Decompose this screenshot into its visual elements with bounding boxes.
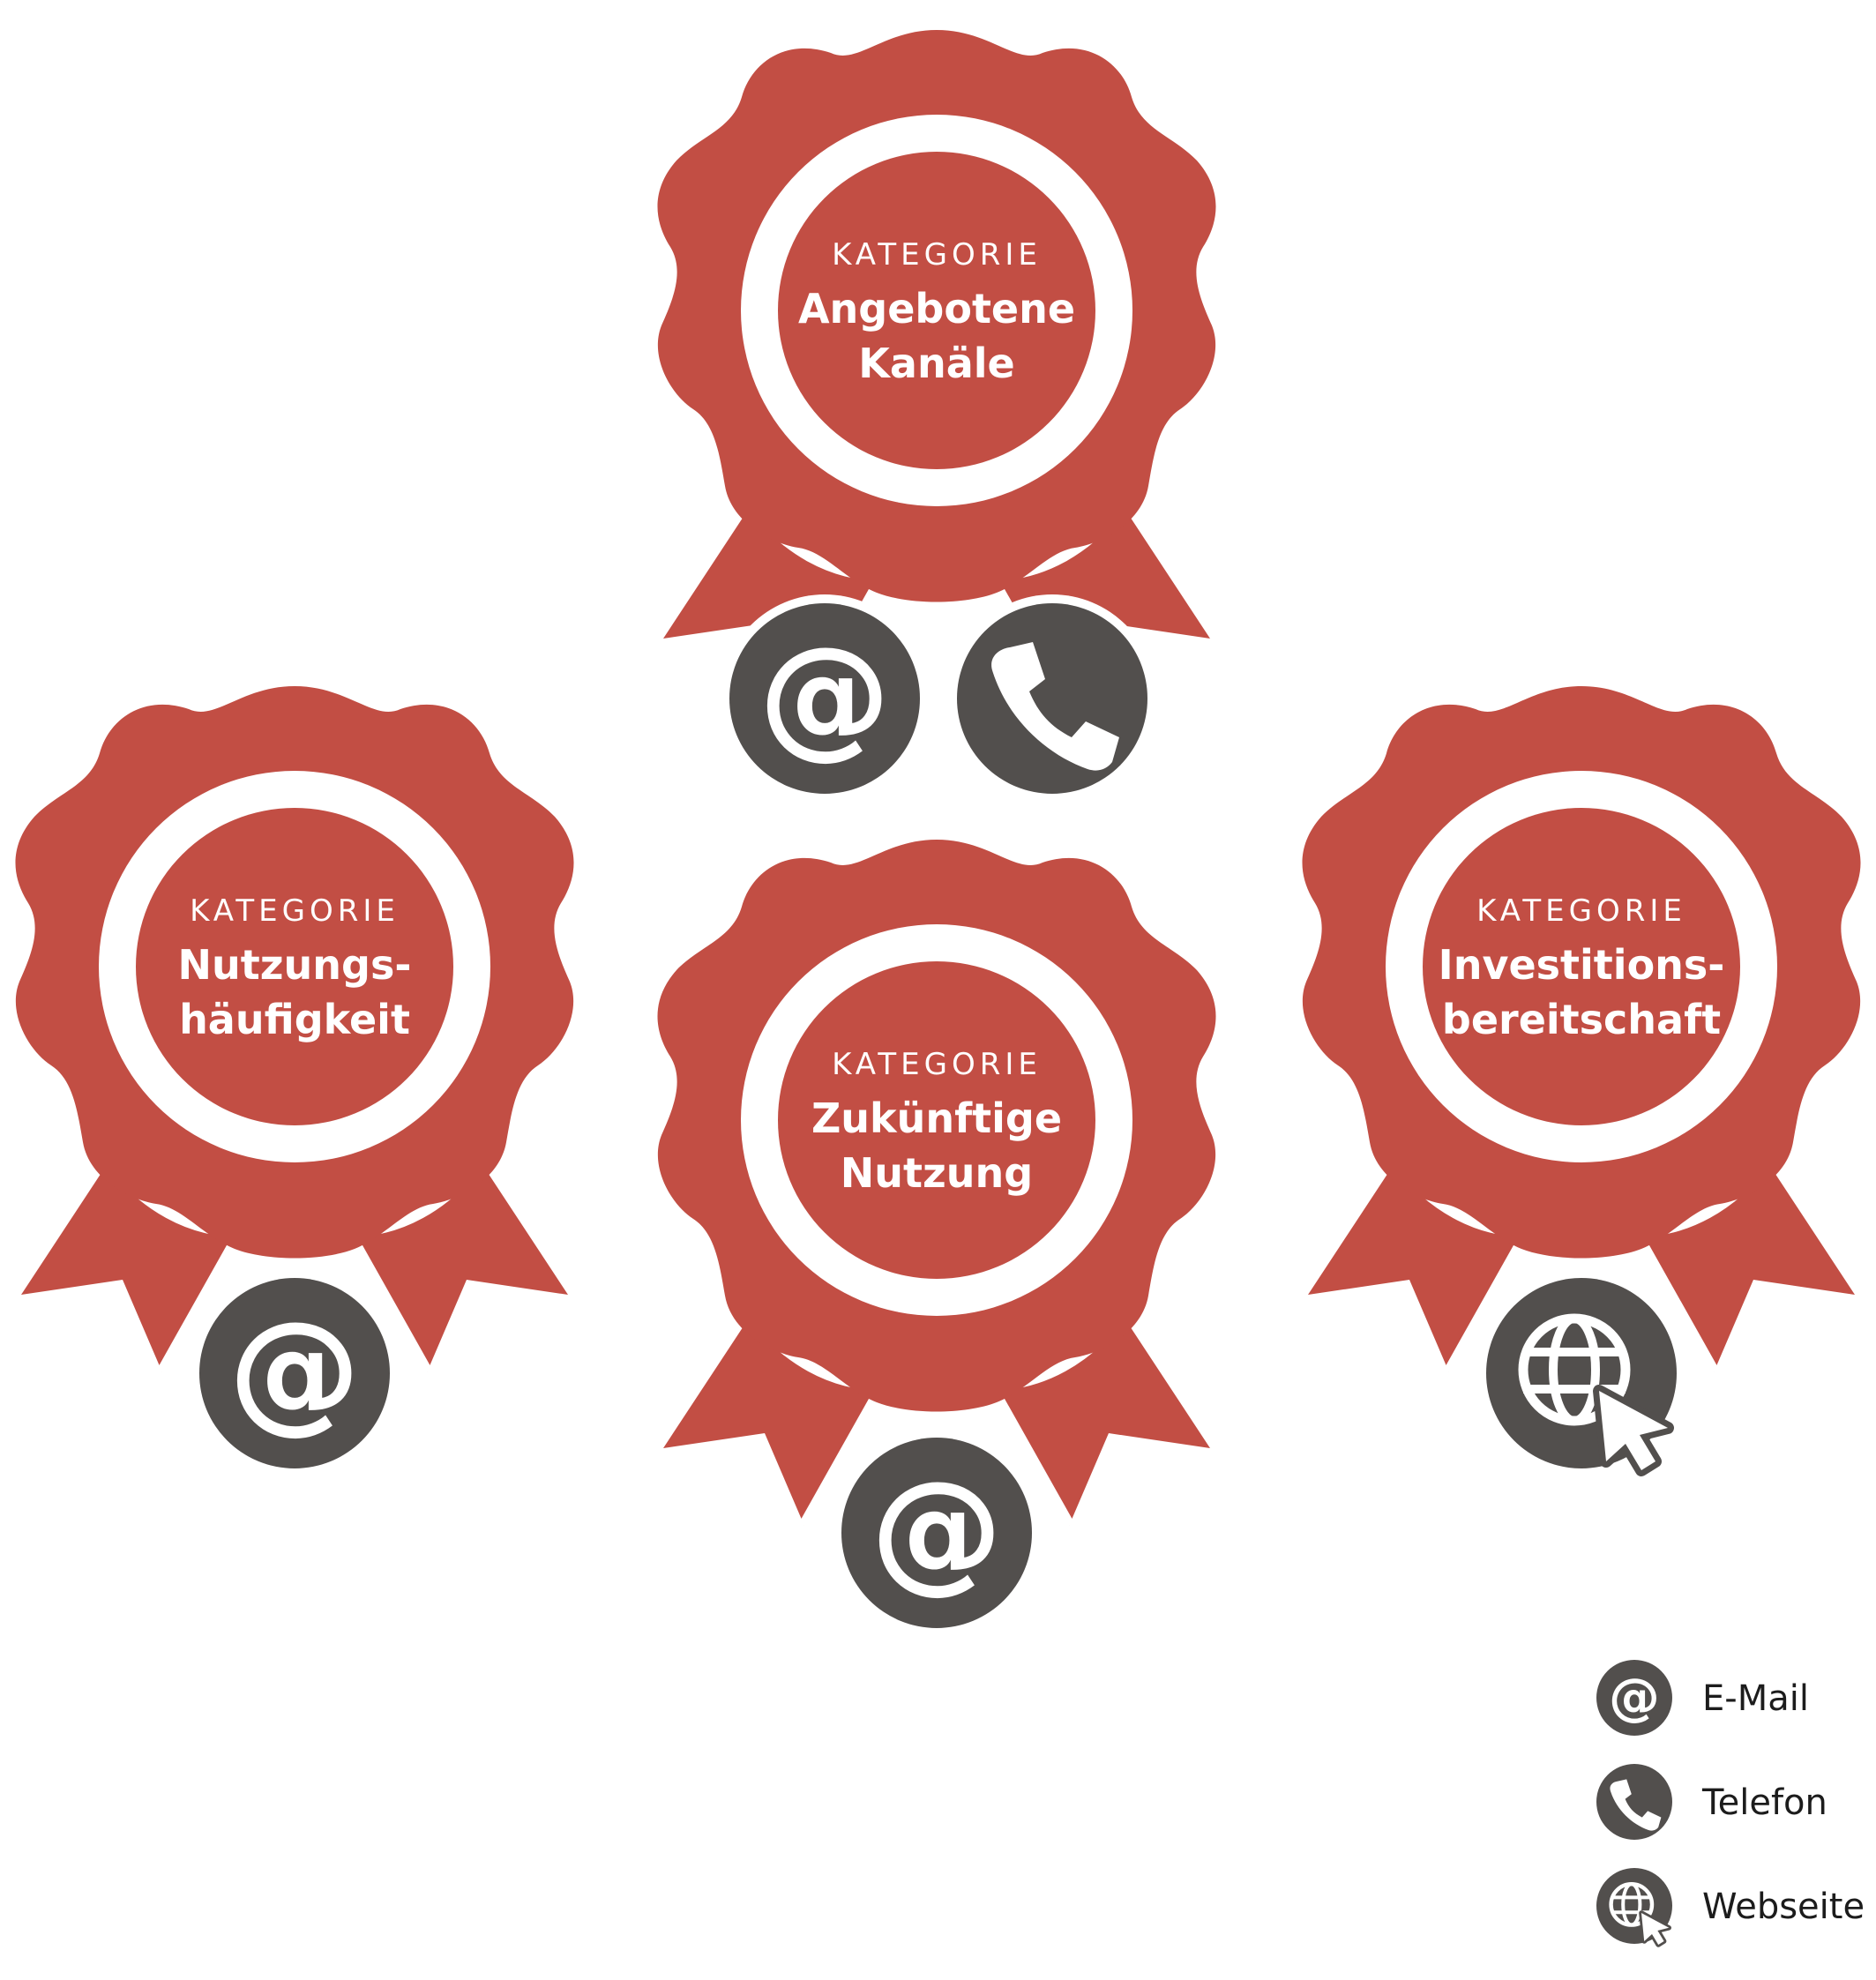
legend-item-email: @ E-Mail: [1596, 1660, 1809, 1736]
badge-title-line2: Nutzung: [841, 1149, 1033, 1197]
inner-disc: [1423, 808, 1740, 1125]
inner-disc: [778, 961, 1095, 1279]
globe-cursor-icon: [1518, 1313, 1674, 1476]
badge-title-line1: Investitions-: [1439, 941, 1725, 989]
channel-icon-email: @: [833, 1429, 1041, 1637]
at-icon: @: [759, 619, 891, 773]
channel-icon-website: [1477, 1269, 1685, 1477]
at-icon: @: [1609, 1667, 1660, 1727]
legend-item-website: Webseite: [1596, 1868, 1865, 1947]
badge-kicker: KATEGORIE: [1476, 893, 1686, 929]
badge-title-line2: Kanäle: [858, 340, 1014, 387]
legend-label: E-Mail: [1702, 1678, 1809, 1719]
globe-cursor-icon: [1609, 1881, 1672, 1947]
badge-title-line1: Zukünftige: [811, 1095, 1062, 1142]
channel-icon-email: @: [721, 594, 929, 803]
badge-zukuenftige-nutzung: KATEGORIE Zukünftige Nutzung: [657, 840, 1216, 1529]
phone-icon: [1610, 1779, 1662, 1831]
badge-investitionsbereitschaft: KATEGORIE Investitions- bereitschaft: [1302, 686, 1861, 1376]
channel-icon-phone: [948, 594, 1156, 803]
legend-label: Webseite: [1702, 1887, 1865, 1927]
badge-title-line1: Angebotene: [798, 285, 1075, 332]
badge-kicker: KATEGORIE: [832, 1047, 1042, 1082]
badge-kicker: KATEGORIE: [832, 237, 1042, 273]
at-icon: @: [871, 1453, 1003, 1607]
inner-disc: [136, 808, 453, 1125]
badge-title-line1: Nutzungs-: [178, 941, 412, 989]
badge-angebotene-kanaele: KATEGORIE Angebotene Kanäle: [657, 30, 1216, 720]
badge-kicker: KATEGORIE: [190, 893, 400, 929]
legend-label: Telefon: [1701, 1782, 1827, 1823]
badge-title-line2: häufigkeit: [179, 996, 410, 1043]
legend: @ E-Mail Telefon Webseite: [1596, 1660, 1865, 1947]
legend-item-phone: Telefon: [1596, 1764, 1827, 1840]
channel-icon-email: @: [191, 1269, 399, 1477]
at-icon: @: [228, 1294, 361, 1447]
badge-nutzungshaeufigkeit: KATEGORIE Nutzungs- häufigkeit: [15, 686, 574, 1376]
inner-disc: [778, 152, 1095, 469]
phone-icon: [991, 642, 1119, 771]
badge-title-line2: bereitschaft: [1442, 996, 1721, 1043]
